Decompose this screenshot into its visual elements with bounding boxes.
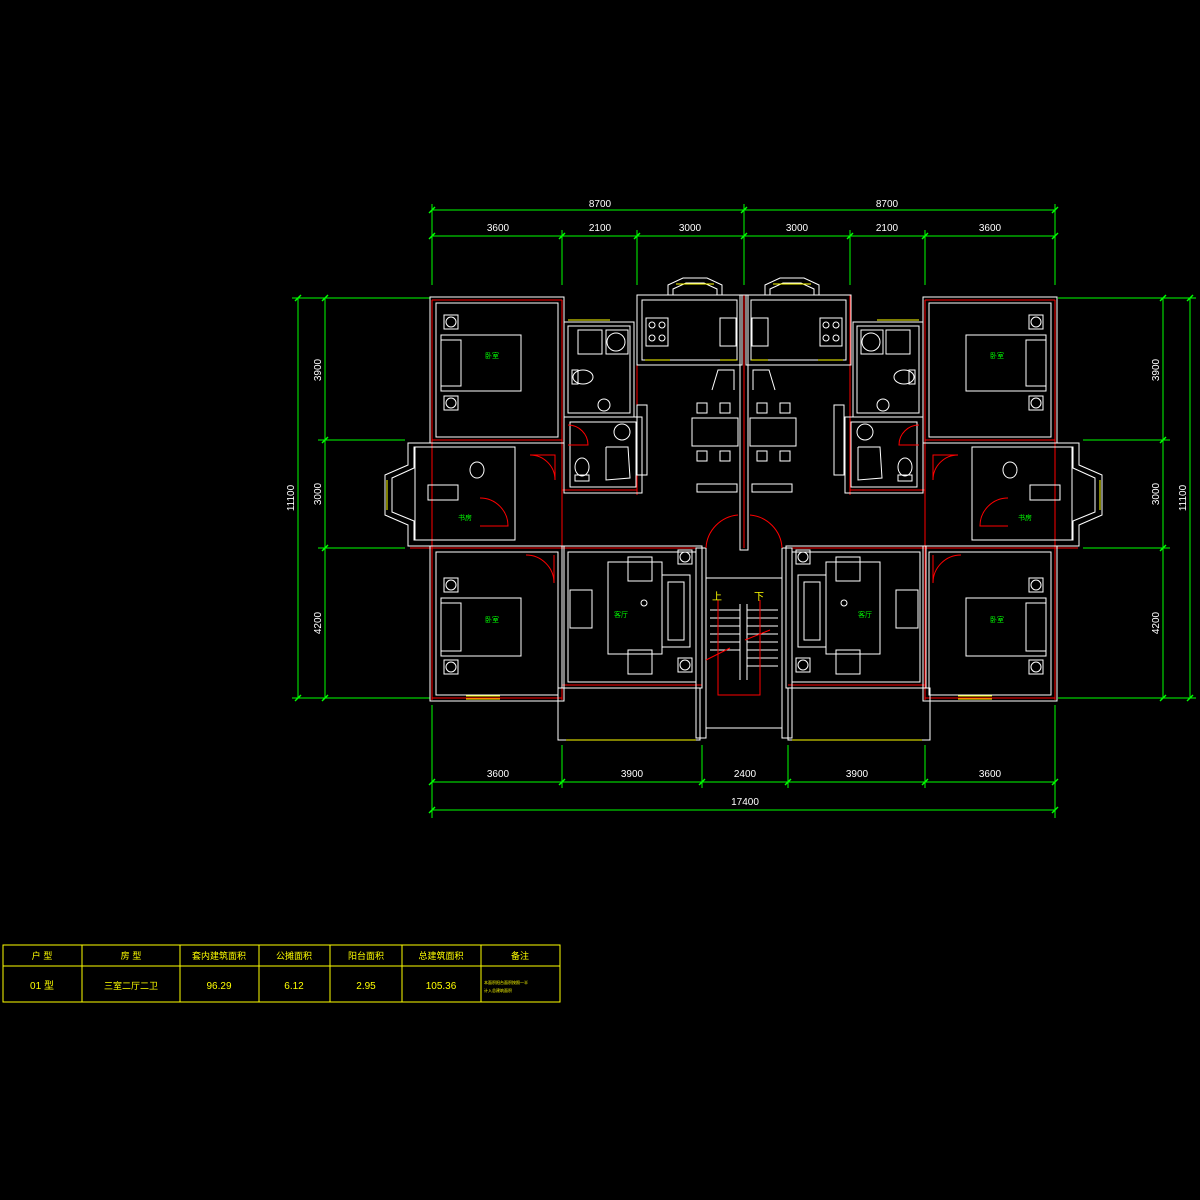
room-label-living-r: 客厅	[858, 610, 872, 619]
table-header-shared-area: 公摊面积	[276, 950, 312, 962]
table-cell-total-area: 105.36	[426, 981, 457, 992]
dim-bottom-seg-5: 3600	[979, 769, 1002, 780]
room-label-study-r: 书房	[1018, 513, 1032, 522]
dim-left-seg-1: 3900	[313, 358, 324, 381]
table-cell-layout: 三室二厅二卫	[104, 980, 158, 992]
walls	[384, 277, 1103, 741]
dim-bottom-seg-1: 3600	[487, 769, 510, 780]
dim-top-seg-6: 3600	[979, 223, 1002, 234]
dim-top-seg-5: 2100	[876, 223, 899, 234]
table-header-inner-area: 套内建筑面积	[192, 950, 246, 962]
stair-up-label: 上	[712, 591, 722, 603]
dim-right-seg-1: 3900	[1151, 358, 1162, 381]
room-label-bedroom-tl: 卧室	[485, 351, 499, 360]
stair: 上 下	[705, 591, 778, 696]
windows	[386, 283, 1101, 741]
dim-bottom-seg-2: 3900	[621, 769, 644, 780]
axis-lines	[410, 295, 1078, 700]
dimension-ticks	[294, 206, 1194, 814]
dim-top-seg-1: 3600	[487, 223, 510, 234]
room-label-bedroom-br: 卧室	[990, 615, 1004, 624]
dim-left-seg-3: 4200	[313, 611, 324, 634]
dim-top-seg-2: 2100	[589, 223, 612, 234]
dim-right-seg-3: 4200	[1151, 611, 1162, 634]
dim-left-seg-2: 3000	[313, 482, 324, 505]
table-header-remark: 备注	[511, 950, 529, 962]
table-cell-inner-area: 96.29	[206, 981, 231, 992]
dim-top-total-2: 8700	[876, 199, 899, 210]
table-cell-remark-line2: 计入总建筑面积	[484, 987, 512, 993]
table-header-unit-type: 户 型	[32, 950, 53, 962]
dimension-labels: 8700 8700 3600 2100 3000 3000 2100 3600 …	[286, 199, 1189, 808]
table-cell-unit-type: 01 型	[30, 979, 54, 992]
table-header-layout: 房 型	[121, 950, 142, 962]
room-label-living-l: 客厅	[614, 610, 628, 619]
room-labels: 卧室 卧室 卧室 卧室 书房 书房 客厅 客厅	[458, 351, 1032, 624]
dim-top-seg-4: 3000	[786, 223, 809, 234]
room-label-study-l: 书房	[458, 513, 472, 522]
area-table: 户 型 房 型 套内建筑面积 公摊面积 阳台面积 总建筑面积 备注 01 型 三…	[2, 944, 561, 1003]
table-cell-shared-area: 6.12	[284, 981, 304, 992]
dim-bottom-seg-3: 2400	[734, 769, 757, 780]
dim-bottom-total: 17400	[731, 797, 759, 808]
dim-left-total: 11100	[286, 484, 297, 511]
stair-down-label: 下	[754, 592, 764, 603]
furniture	[427, 314, 1061, 675]
dim-bottom-seg-4: 3900	[846, 769, 869, 780]
room-label-bedroom-tr: 卧室	[990, 351, 1004, 360]
dim-top-total-1: 8700	[589, 199, 612, 210]
dim-right-seg-2: 3000	[1151, 482, 1162, 505]
doors	[479, 424, 1009, 584]
room-label-bedroom-bl: 卧室	[485, 615, 499, 624]
table-header-balcony-area: 阳台面积	[348, 950, 384, 962]
dim-top-seg-3: 3000	[679, 223, 702, 234]
table-cell-remark-line1: 本面积阳台面积按照一半	[484, 979, 528, 985]
table-cell-balcony-area: 2.95	[356, 981, 376, 992]
table-header-total-area: 总建筑面积	[418, 950, 463, 962]
dim-right-total: 11100	[1178, 484, 1189, 511]
